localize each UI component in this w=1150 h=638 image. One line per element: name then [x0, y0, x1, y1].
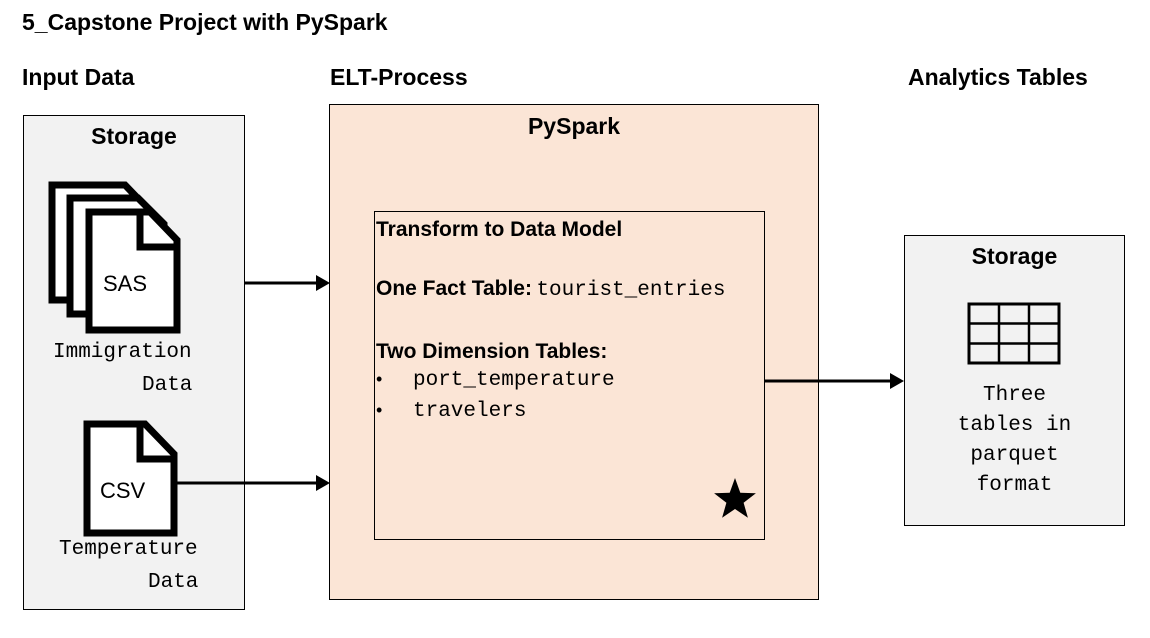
csv-caption-line1: Temperature [59, 538, 198, 561]
csv-arrow-head [316, 475, 330, 491]
table-grid-icon [967, 302, 1061, 365]
output-caption-line: Three [982, 384, 1046, 407]
output-storage-label: Storage [971, 243, 1058, 269]
fact-table-name: tourist_entries [536, 279, 726, 302]
bullet: • [376, 400, 383, 420]
dimension-list-item: • [376, 400, 382, 421]
section-heading-process: ELT-Process [330, 64, 468, 90]
output-caption-line: parquet [970, 444, 1059, 467]
document-sheet-front [85, 208, 181, 334]
section-heading-output: Analytics Tables [908, 64, 1088, 90]
fact-table-label: One Fact Table: [376, 277, 532, 300]
transform-heading: Transform to Data Model [376, 218, 623, 241]
output-storage-box: Storage [904, 235, 1125, 526]
csv-document-fold [136, 426, 172, 463]
dimension-tables-heading: Two Dimension Tables: [376, 340, 608, 363]
dimension-table-name: travelers [413, 400, 527, 423]
document-fold [136, 214, 175, 251]
pyspark-label: PySpark [527, 113, 621, 139]
csv-caption-line2: Data [148, 571, 199, 594]
output-caption-line: format [976, 474, 1053, 497]
dimension-table-name: port_temperature [413, 369, 615, 392]
output-caption-line: tables in [957, 414, 1072, 437]
section-heading-input: Input Data [22, 64, 135, 90]
input-storage-label: Storage [91, 123, 177, 149]
bullet: • [376, 369, 383, 389]
dimension-list-item: • [376, 369, 382, 390]
star-icon [714, 478, 756, 518]
output-arrow-head [890, 373, 904, 389]
sas-caption-line2: Data [142, 374, 193, 397]
fact-table-line: One Fact Table: tourist_entries [376, 277, 725, 302]
csv-document-sheet [83, 420, 178, 537]
table-grid-outline [967, 302, 1061, 365]
document-icon [83, 420, 178, 537]
sas-document-label: SAS [103, 271, 148, 296]
stacked-documents-icon [48, 181, 181, 334]
sas-arrow-head [316, 275, 330, 291]
csv-document-label: CSV [100, 478, 146, 503]
diagram-title: 5_Capstone Project with PySpark [22, 9, 388, 35]
sas-caption-line1: Immigration [53, 341, 192, 364]
transform-box [374, 211, 765, 540]
